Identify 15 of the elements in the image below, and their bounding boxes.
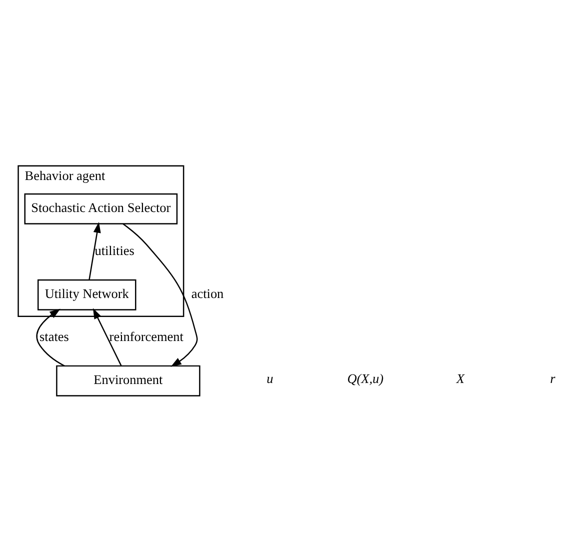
node-box: Utility Network <box>37 279 136 310</box>
node-box: Stochastic Action Selector <box>24 193 178 224</box>
edge-label: action <box>191 286 224 301</box>
edge-label: utilities <box>94 243 134 258</box>
label: Q(X,u) <box>347 371 384 386</box>
edge-label: reinforcement <box>109 328 184 344</box>
node-box: Environment <box>56 365 200 396</box>
arrow <box>122 223 198 367</box>
label: X <box>456 371 464 386</box>
edge-label: states <box>40 328 69 344</box>
arrow <box>36 308 65 366</box>
arrow <box>92 308 122 366</box>
label: r <box>550 371 556 386</box>
label: u <box>266 371 274 386</box>
arrow <box>88 222 101 280</box>
